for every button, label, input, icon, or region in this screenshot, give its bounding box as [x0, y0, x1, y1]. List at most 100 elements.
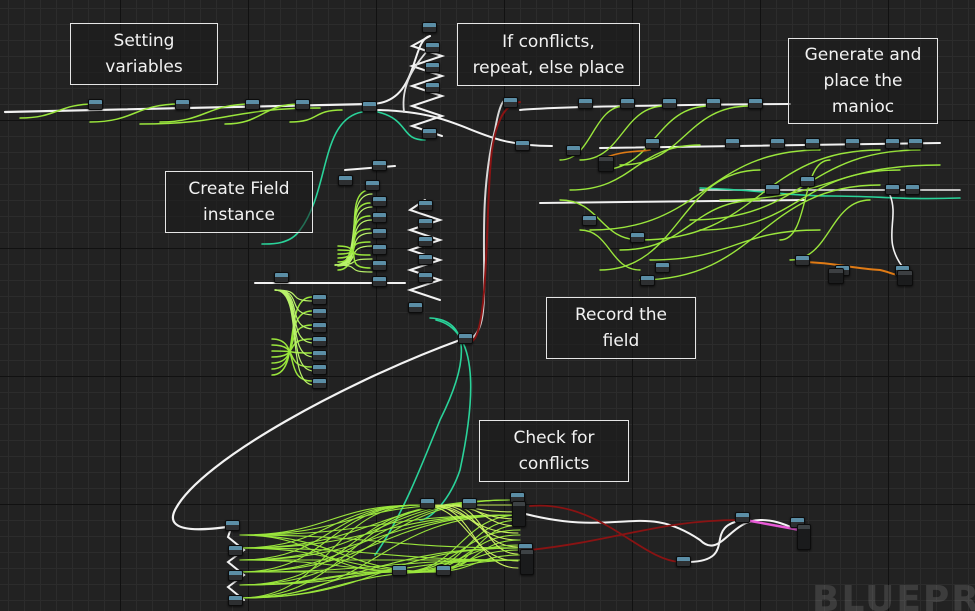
graph-node[interactable]: [418, 236, 433, 247]
graph-node[interactable]: [372, 244, 387, 255]
graph-node[interactable]: [566, 145, 581, 156]
graph-node[interactable]: [365, 180, 380, 191]
struct-wire: [699, 187, 961, 200]
graph-node[interactable]: [706, 98, 721, 109]
float-wire: [271, 338, 313, 358]
graph-node[interactable]: [897, 270, 913, 286]
graph-node[interactable]: [645, 138, 660, 149]
graph-node[interactable]: [797, 524, 811, 550]
graph-node[interactable]: [655, 262, 670, 273]
graph-node[interactable]: [225, 520, 240, 531]
graph-node[interactable]: [462, 498, 477, 509]
comment-create-field-instance[interactable]: Create Field instance: [165, 171, 313, 233]
graph-node[interactable]: [372, 196, 387, 207]
graph-node[interactable]: [175, 99, 190, 110]
comment-record-the-field[interactable]: Record the field: [546, 297, 696, 359]
graph-node[interactable]: [312, 322, 327, 333]
graph-node[interactable]: [362, 101, 377, 112]
graph-node[interactable]: [425, 82, 440, 93]
float-wire: [559, 199, 641, 241]
exec-wire-long: [171, 338, 462, 531]
graph-node[interactable]: [372, 212, 387, 223]
float-wire: [89, 103, 181, 123]
graph-node[interactable]: [372, 160, 387, 171]
graph-node[interactable]: [725, 138, 740, 149]
float-wire: [419, 504, 519, 562]
graph-node[interactable]: [620, 98, 635, 109]
graph-node[interactable]: [418, 254, 433, 265]
graph-node[interactable]: [312, 364, 327, 375]
graph-node[interactable]: [312, 336, 327, 347]
graph-node[interactable]: [800, 176, 815, 187]
graph-node[interactable]: [676, 556, 691, 567]
graph-node[interactable]: [512, 501, 526, 527]
float-wire: [337, 241, 371, 255]
graph-node[interactable]: [515, 140, 530, 151]
graph-node[interactable]: [372, 276, 387, 287]
float-wire: [239, 504, 421, 599]
graph-node[interactable]: [312, 308, 327, 319]
graph-node[interactable]: [520, 549, 534, 575]
graph-node[interactable]: [458, 333, 473, 344]
graph-node[interactable]: [735, 512, 750, 523]
graph-node[interactable]: [770, 138, 785, 149]
comment-generate-and-place[interactable]: Generate and place the manioc: [788, 38, 938, 124]
graph-node[interactable]: [392, 565, 407, 576]
graph-node[interactable]: [418, 218, 433, 229]
graph-node[interactable]: [578, 98, 593, 109]
graph-node[interactable]: [582, 215, 597, 226]
comment-if-conflicts[interactable]: If conflicts, repeat, else place: [457, 23, 640, 86]
graph-node[interactable]: [908, 138, 923, 149]
graph-node[interactable]: [312, 294, 327, 305]
float-wire: [274, 289, 315, 358]
graph-node[interactable]: [425, 42, 440, 53]
blueprint-watermark: BLUEPR: [812, 579, 975, 611]
graph-node[interactable]: [228, 595, 243, 606]
graph-node[interactable]: [420, 498, 435, 509]
graph-node[interactable]: [418, 200, 433, 211]
graph-node[interactable]: [662, 98, 677, 109]
graph-node[interactable]: [372, 260, 387, 271]
graph-node[interactable]: [228, 570, 243, 581]
graph-node[interactable]: [295, 99, 310, 110]
float-wire: [619, 105, 751, 166]
graph-node[interactable]: [338, 175, 353, 186]
graph-node[interactable]: [748, 98, 763, 109]
graph-node[interactable]: [503, 97, 518, 108]
graph-node[interactable]: [418, 272, 433, 283]
graph-node[interactable]: [436, 565, 451, 576]
graph-node[interactable]: [765, 184, 780, 195]
exec-wire: [689, 519, 746, 563]
graph-node[interactable]: [372, 228, 387, 239]
graph-node[interactable]: [88, 99, 103, 110]
graph-node[interactable]: [312, 350, 327, 361]
graph-node[interactable]: [630, 232, 645, 243]
float-wire: [579, 229, 641, 271]
graph-node[interactable]: [422, 128, 437, 139]
exec-wire-long: [467, 97, 513, 341]
graph-node[interactable]: [640, 275, 655, 286]
graph-node[interactable]: [312, 378, 327, 389]
graph-node[interactable]: [905, 184, 920, 195]
float-wire: [399, 559, 521, 573]
comment-setting-variables[interactable]: Setting variables: [70, 23, 218, 85]
graph-node[interactable]: [228, 545, 243, 556]
graph-node[interactable]: [598, 156, 614, 172]
graph-node[interactable]: [408, 302, 423, 313]
graph-node[interactable]: [845, 138, 860, 149]
bool-wire: [529, 504, 681, 563]
graph-node[interactable]: [805, 138, 820, 149]
graph-node[interactable]: [245, 99, 260, 110]
float-wire: [239, 504, 461, 599]
graph-node[interactable]: [885, 138, 900, 149]
graph-node[interactable]: [795, 255, 810, 266]
graph-node[interactable]: [885, 184, 900, 195]
graph-node[interactable]: [828, 268, 844, 284]
graph-node[interactable]: [274, 272, 289, 283]
float-wire: [639, 149, 881, 241]
graph-node[interactable]: [425, 62, 440, 73]
graph-node[interactable]: [422, 22, 437, 33]
exec-wire: [889, 194, 906, 271]
comment-check-for-conflicts[interactable]: Check for conflicts: [479, 420, 629, 482]
